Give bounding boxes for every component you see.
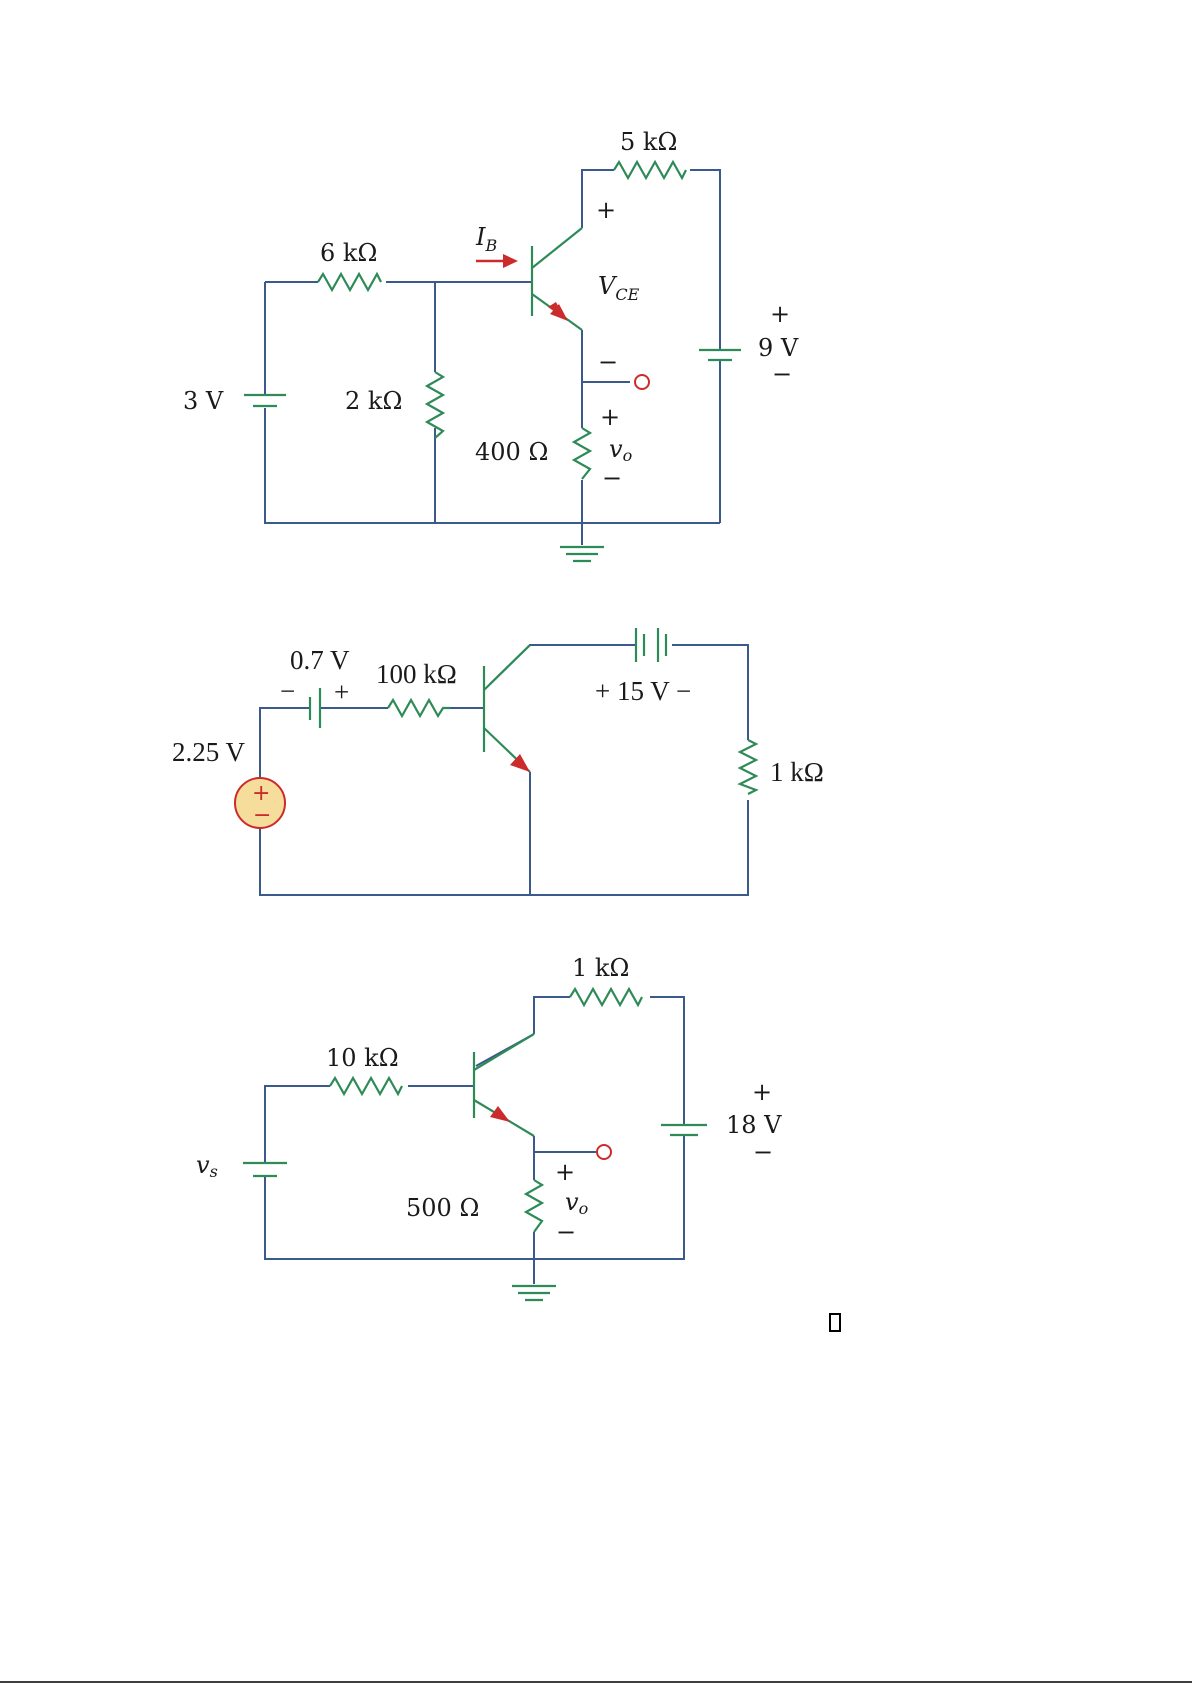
battery-vs-symbol [243,1163,287,1176]
resistor-10k-symbol [330,1078,402,1094]
label-vo3-plus: + [555,1158,575,1186]
battery-18v-symbol [661,1125,707,1135]
label-5k: 5 kΩ [620,128,677,156]
label-15v: + 15 V − [595,676,691,706]
label-0.7v: 0.7 V [290,645,350,675]
resistor-500-symbol [526,1180,542,1232]
label-18v-plus: + [752,1078,772,1106]
transistor-2-symbol [484,645,530,772]
label-vo-minus: − [602,464,622,492]
label-vs: vs [196,1151,218,1181]
label-2k: 2 kΩ [345,387,402,415]
circuit-3-wires [265,997,684,1284]
label-vce-minus: − [598,348,618,376]
label-vo-plus: + [600,403,620,431]
resistor-5k-symbol [614,162,686,178]
label-18v: 18 V [726,1111,782,1139]
label-vce-plus: + [596,196,616,224]
placeholder-glyph [830,1314,840,1331]
circuit-1: 5 kΩ 6 kΩ 2 kΩ 400 Ω 3 V 9 V + − + − + −… [183,128,799,561]
label-1k-top: 1 kΩ [572,954,629,982]
circuit-1-wires [265,170,720,545]
label-0.7v-minus: − [280,676,295,706]
resistor-1k-load-symbol [740,740,756,794]
transistor-3-symbol [474,1034,534,1136]
label-0.7v-plus: + [334,677,349,707]
label-6k: 6 kΩ [320,239,377,267]
label-vo-1: vo [609,435,632,465]
circuit-3: 1 kΩ 10 kΩ 500 Ω 18 V + − + − vs vo [196,954,782,1300]
source-minus-sign: − [253,803,271,828]
resistor-6k-symbol [318,274,381,290]
battery-15v-symbol [636,628,666,662]
label-9v-plus: + [770,300,790,328]
label-ib: IB [475,223,497,255]
label-18v-minus: − [753,1138,773,1166]
ground-1-symbol [560,547,604,561]
output-terminal-3 [597,1145,611,1159]
label-400: 400 Ω [475,438,548,466]
label-vo-3: vo [565,1188,588,1218]
label-2.25v: 2.25 V [172,737,246,767]
current-arrow-ib [476,254,518,268]
battery-9v-symbol [699,350,741,360]
label-10k: 10 kΩ [326,1044,399,1072]
circuit-2: + − 0.7 V − + 100 kΩ 2.25 V + 15 V − 1 k… [172,628,824,895]
battery-3v-symbol [244,395,286,406]
ground-3-symbol [512,1286,556,1300]
label-9v-minus: − [772,360,792,388]
label-1k-load: 1 kΩ [770,757,824,787]
voltage-source-2.25v: + − [235,778,285,828]
label-100k: 100 kΩ [376,659,457,689]
resistor-100k-symbol [388,700,450,716]
resistor-400-symbol [574,428,590,479]
resistor-1k-top-symbol [570,989,642,1005]
transistor-1-symbol [532,228,582,330]
label-vo3-minus: − [556,1218,576,1246]
label-9v: 9 V [758,334,799,362]
battery-0.7v-symbol [310,688,320,728]
label-vce: VCE [598,272,640,304]
label-3v: 3 V [183,387,224,415]
output-terminal-1 [635,375,649,389]
label-500: 500 Ω [406,1194,479,1222]
